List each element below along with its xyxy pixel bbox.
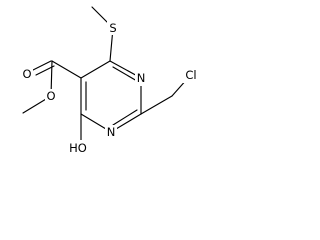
molecule-structure: S N Cl N HO O O <box>20 6 200 156</box>
bond-carbonyl-o-double-b <box>35 65 55 76</box>
bond-c4-n3-inner <box>112 66 138 82</box>
atom-nitrogen-bottom-label: N <box>107 125 116 139</box>
atom-nitrogen-top-label: N <box>137 71 146 85</box>
bond-c5-c4 <box>80 60 111 79</box>
atom-labels: S N Cl N HO O O <box>20 20 200 156</box>
bond-c2-ch2 <box>140 95 173 115</box>
atom-hydroxyl-label: HO <box>69 141 87 155</box>
bonds <box>22 6 189 144</box>
bond-c5-carbonyl <box>51 60 82 79</box>
bond-carbonyl-o-double-a <box>32 60 52 71</box>
atom-sulfur-label: S <box>109 21 116 35</box>
atom-chlorine-label: Cl <box>185 68 196 82</box>
bond-c2-n1-inner <box>112 109 138 126</box>
atom-ester-oxygen-label: O <box>46 89 55 103</box>
atom-carbonyl-oxygen-label: O <box>22 67 31 81</box>
